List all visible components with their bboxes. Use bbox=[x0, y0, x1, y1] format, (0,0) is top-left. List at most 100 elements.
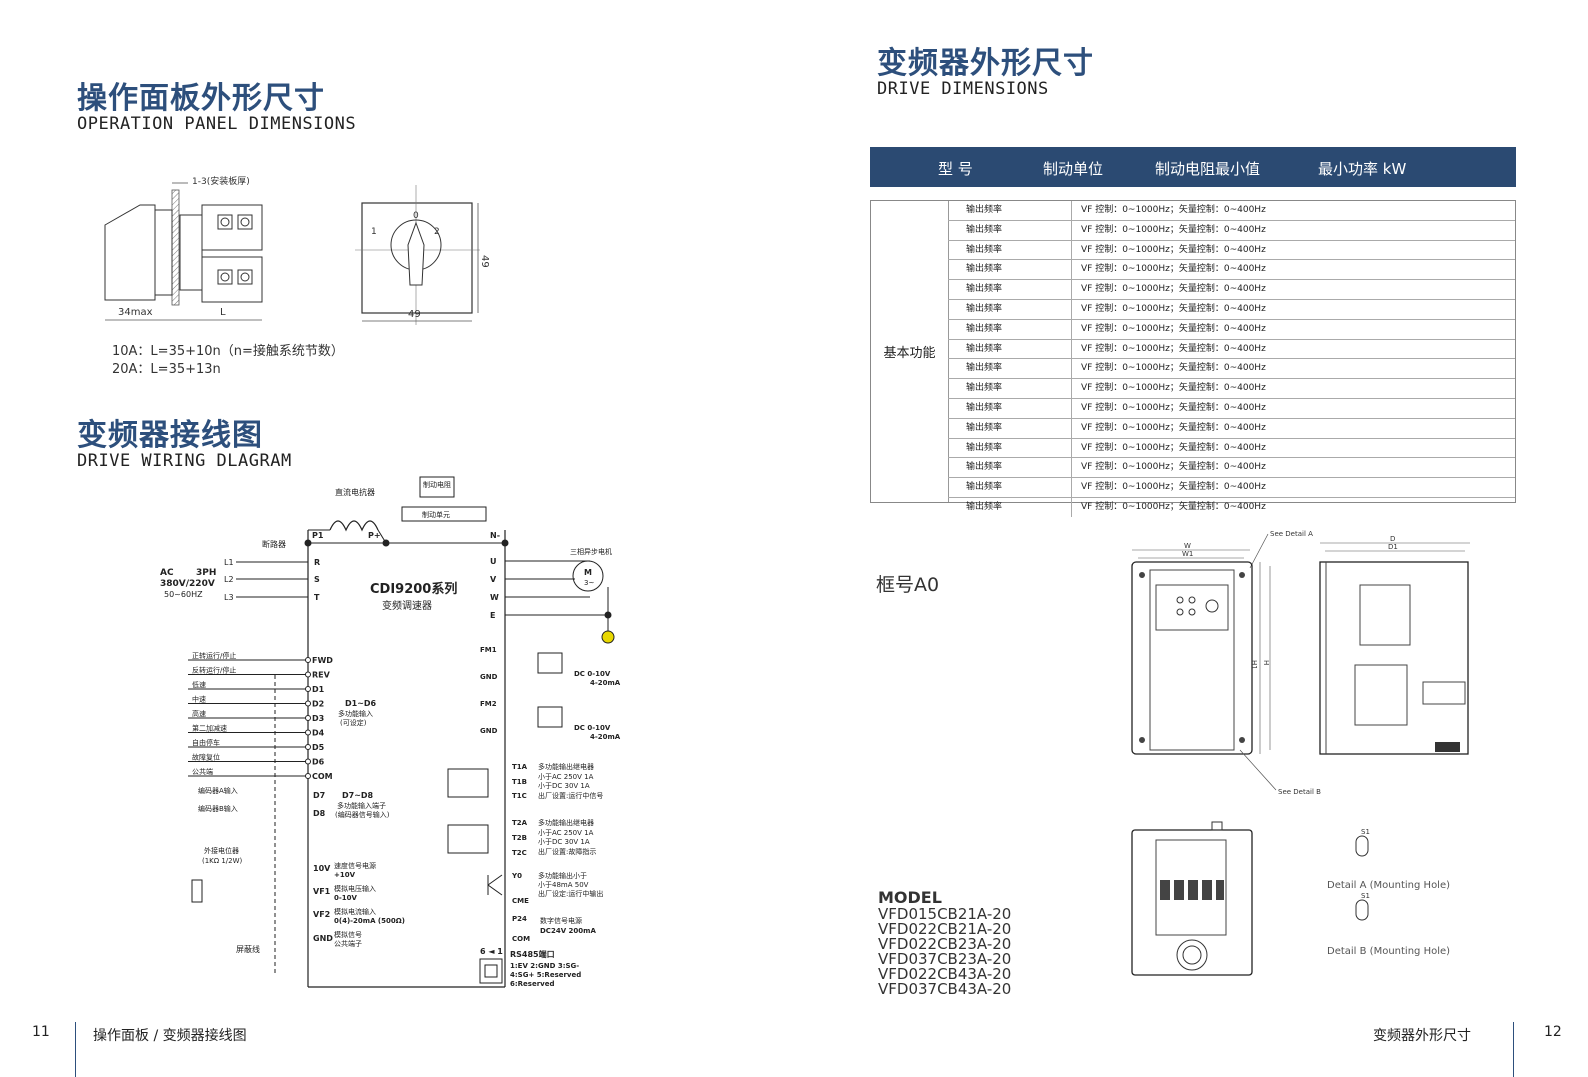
svg-text:R: R bbox=[314, 558, 320, 567]
input-label: 中速 bbox=[192, 695, 206, 704]
svg-text:See Detail B: See Detail B bbox=[1278, 788, 1321, 796]
table-row: 输出频率 VF 控制：0~1000Hz；矢量控制：0~400Hz bbox=[948, 319, 1515, 340]
svg-text:D: D bbox=[1390, 535, 1395, 543]
detail-a-label: Detail A (Mounting Hole) bbox=[1327, 880, 1451, 891]
svg-text:小于DC 30V 1A: 小于DC 30V 1A bbox=[538, 781, 590, 790]
svg-text:DC 0-10V: DC 0-10V bbox=[574, 724, 611, 732]
svg-text:+10V: +10V bbox=[334, 871, 356, 879]
svg-text:T1A: T1A bbox=[512, 763, 528, 771]
row-value: VF 控制：0~1000Hz；矢量控制：0~400Hz bbox=[1071, 319, 1266, 339]
w-dim: 49 bbox=[408, 309, 421, 320]
panel-note-2: 20A：L=35+13n bbox=[112, 362, 221, 377]
svg-text:T2C: T2C bbox=[512, 849, 527, 857]
svg-text:RS485端口: RS485端口 bbox=[510, 949, 555, 959]
svg-text:W: W bbox=[1184, 542, 1191, 550]
terminal-dot bbox=[305, 758, 311, 765]
svg-text:0(4)-20mA (500Ω): 0(4)-20mA (500Ω) bbox=[334, 917, 405, 925]
svg-text:(1KΩ 1/2W): (1KΩ 1/2W) bbox=[202, 857, 243, 865]
svg-text:D7: D7 bbox=[313, 791, 325, 800]
svg-text:H1: H1 bbox=[1250, 660, 1258, 670]
svg-text:D1~D6: D1~D6 bbox=[345, 699, 377, 708]
terminal-dot bbox=[305, 700, 311, 707]
svg-text:多功能输入: 多功能输入 bbox=[338, 709, 373, 718]
input-terminal: D1 bbox=[312, 685, 325, 694]
model-item: VFD015CB21A-20 bbox=[878, 905, 1012, 923]
right-page-number: 12 bbox=[1544, 1024, 1562, 1040]
svg-text:制动电阻: 制动电阻 bbox=[423, 480, 451, 489]
svg-text:断路器: 断路器 bbox=[262, 539, 286, 549]
row-key: 输出频率 bbox=[966, 501, 1003, 512]
terminal-dot bbox=[305, 773, 311, 779]
right-footer-divider bbox=[1513, 1022, 1514, 1077]
svg-text:小于AC 250V 1A: 小于AC 250V 1A bbox=[538, 772, 594, 781]
terminal-dot bbox=[305, 671, 311, 678]
svg-text:Y0: Y0 bbox=[511, 872, 522, 880]
svg-text:U: U bbox=[490, 557, 497, 566]
input-terminal: D2 bbox=[312, 700, 324, 709]
svg-text:6:Reserved: 6:Reserved bbox=[510, 980, 555, 988]
row-value: VF 控制：0~1000Hz；矢量控制：0~400Hz bbox=[1071, 240, 1266, 260]
svg-text:GND: GND bbox=[313, 934, 333, 943]
svg-text:N-: N- bbox=[490, 531, 500, 540]
svg-text:W1: W1 bbox=[1182, 550, 1193, 558]
panel-subtitle: OPERATION PANEL DIMENSIONS bbox=[77, 114, 357, 134]
header-brake-unit: 制动单位 bbox=[1043, 160, 1104, 178]
wiring-subtitle: DRIVE WIRING DLAGRAM bbox=[77, 451, 292, 471]
svg-text:屏蔽线: 屏蔽线 bbox=[236, 944, 260, 954]
row-key: 输出频率 bbox=[966, 363, 1003, 374]
svg-text:GND: GND bbox=[480, 727, 498, 735]
row-value: VF 控制：0~1000Hz；矢量控制：0~400Hz bbox=[1071, 339, 1266, 359]
svg-text:公共端子: 公共端子 bbox=[334, 939, 362, 948]
svg-text:出厂设定:运行中输出: 出厂设定:运行中输出 bbox=[538, 889, 603, 898]
svg-text:(可设定): (可设定) bbox=[340, 718, 367, 727]
row-key: 输出频率 bbox=[966, 205, 1003, 215]
svg-text:380V/220V: 380V/220V bbox=[160, 579, 215, 589]
svg-text:多功能输出继电器: 多功能输出继电器 bbox=[538, 762, 594, 771]
input-terminal: COM bbox=[312, 772, 333, 781]
terminal-dot bbox=[305, 715, 311, 721]
input-terminal: D6 bbox=[312, 758, 325, 767]
row-key: 输出频率 bbox=[966, 323, 1003, 334]
row-key: 输出频率 bbox=[966, 244, 1003, 255]
svg-text:6 ◄ 1: 6 ◄ 1 bbox=[480, 947, 503, 956]
svg-text:0: 0 bbox=[413, 211, 419, 221]
svg-text:L3: L3 bbox=[224, 593, 234, 602]
model-item: VFD022CB43A-20 bbox=[878, 965, 1012, 983]
table-header: 型 号 制动单位 制动电阻最小值 最小功率 kW bbox=[870, 147, 1516, 187]
model-item: VFD022CB23A-20 bbox=[878, 935, 1012, 953]
model-item: VFD037CB43A-20 bbox=[878, 980, 1012, 998]
row-value: VF 控制：0~1000Hz；矢量控制：0~400Hz bbox=[1071, 379, 1266, 398]
input-label: 高速 bbox=[192, 709, 206, 718]
input-label: 反转运行/停止 bbox=[192, 666, 236, 675]
svg-text:小于AC 250V 1A: 小于AC 250V 1A bbox=[538, 828, 594, 837]
svg-text:VF2: VF2 bbox=[313, 910, 330, 919]
svg-text:AC: AC bbox=[160, 568, 174, 578]
svg-text:D8: D8 bbox=[313, 809, 326, 818]
svg-text:T1B: T1B bbox=[512, 778, 527, 786]
svg-text:数字信号电源: 数字信号电源 bbox=[540, 916, 582, 925]
row-value: VF 控制：0~1000Hz；矢量控制：0~400Hz bbox=[1071, 260, 1266, 280]
model-list: MODEL VFD015CB21A-20 VFD022CB21A-20 VFD0… bbox=[878, 890, 1011, 997]
left-footer-divider bbox=[75, 1022, 76, 1077]
svg-text:S: S bbox=[314, 575, 320, 584]
model-item: VFD037CB23A-20 bbox=[878, 950, 1012, 968]
left-page-number: 11 bbox=[32, 1024, 50, 1040]
l-dim: L bbox=[220, 307, 226, 318]
wiring-diagram: 制动电阻 制动单元 直流电抗器 P1 P+ N- 断路器 AC 3PH 380V… bbox=[160, 476, 621, 988]
svg-text:M: M bbox=[584, 568, 592, 577]
row-key: 输出频率 bbox=[966, 224, 1003, 235]
row-key: 输出频率 bbox=[966, 264, 1003, 275]
row-value: VF 控制：0~1000Hz；矢量控制：0~400Hz bbox=[1071, 359, 1266, 379]
header-brake-res: 制动电阻最小值 bbox=[1155, 160, 1261, 178]
svg-text:GND: GND bbox=[480, 673, 498, 681]
model-title: MODEL bbox=[878, 888, 942, 907]
